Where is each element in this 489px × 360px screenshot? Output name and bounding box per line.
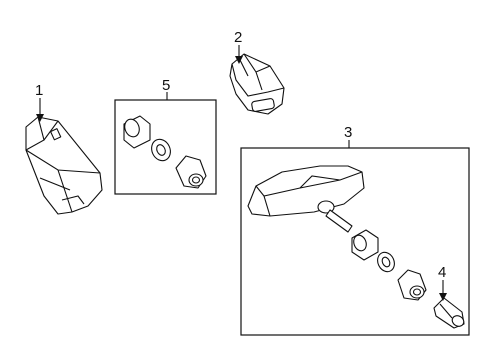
kit-box-3 xyxy=(240,147,470,336)
part-3-tpms-sensor xyxy=(247,165,365,233)
callout-2: 2 xyxy=(234,29,242,46)
kit-box-5 xyxy=(114,99,217,195)
callout-5: 5 xyxy=(162,77,170,94)
kit-5-nut xyxy=(175,155,207,189)
part-1-control-module xyxy=(25,116,103,215)
part-2-connector xyxy=(229,53,285,115)
part-3-nut xyxy=(397,269,427,301)
part-4-valve-cap xyxy=(433,297,465,329)
part-3-grommet xyxy=(351,229,379,261)
callout-3: 3 xyxy=(344,124,352,141)
kit-5-washer xyxy=(151,138,171,162)
callout-1: 1 xyxy=(35,82,43,99)
callout-4: 4 xyxy=(438,264,446,281)
kit-5-grommet xyxy=(123,115,151,149)
part-3-washer xyxy=(377,251,395,273)
